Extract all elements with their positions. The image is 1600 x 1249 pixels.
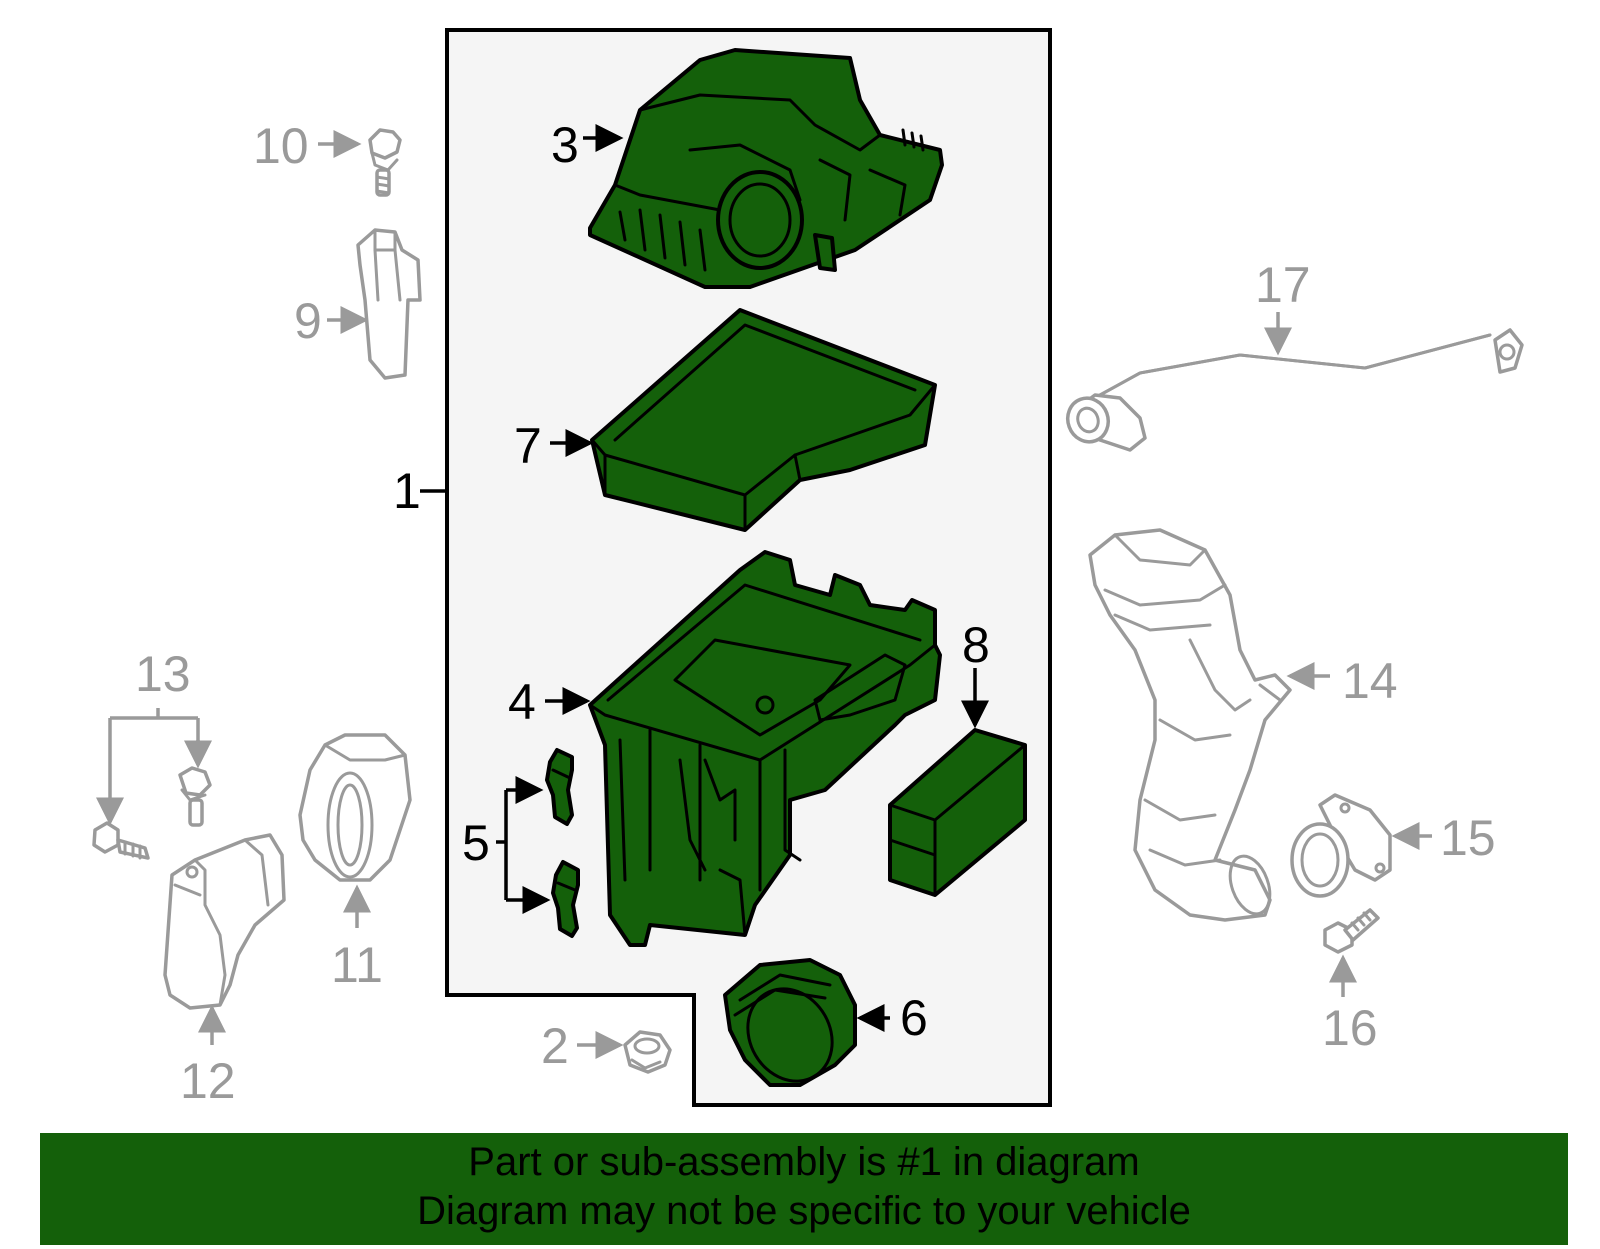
part-15-flange[interactable]	[1290, 793, 1392, 898]
callout-6: 6	[900, 990, 928, 1046]
callout-2: 2	[541, 1018, 569, 1074]
callout-9: 9	[294, 293, 322, 349]
part-17-hose[interactable]	[1062, 328, 1524, 452]
info-banner: Part or sub-assembly is #1 in diagram Di…	[40, 1133, 1568, 1245]
part-10-screw[interactable]	[368, 128, 402, 197]
callout-10: 10	[253, 118, 309, 174]
callout-5: 5	[462, 815, 490, 871]
part-14-big-duct[interactable]	[1088, 528, 1292, 922]
callout-3: 3	[551, 117, 579, 173]
callout-15: 15	[1440, 810, 1496, 866]
callout-14: 14	[1342, 653, 1398, 709]
callout-12: 12	[180, 1053, 236, 1109]
part-11-scoop[interactable]	[298, 733, 412, 882]
part-16-bolt[interactable]	[1323, 908, 1380, 954]
part-8-box[interactable]	[888, 728, 1027, 897]
banner-line-2: Diagram may not be specific to your vehi…	[417, 1189, 1191, 1233]
banner-line-1: Part or sub-assembly is #1 in diagram	[468, 1140, 1140, 1184]
callout-7: 7	[514, 418, 542, 474]
callout-8: 8	[962, 617, 990, 673]
part-12-duct[interactable]	[163, 833, 286, 1010]
part-5-clips[interactable]	[545, 748, 580, 938]
callout-17: 17	[1255, 257, 1311, 313]
callout-4: 4	[508, 674, 536, 730]
callout-13: 13	[135, 646, 191, 702]
callout-1: 1	[393, 463, 421, 519]
part-9-bracket[interactable]	[356, 228, 422, 380]
part-4-lower-housing[interactable]	[588, 550, 942, 947]
part-7-filter-element[interactable]	[590, 308, 937, 532]
part-3-upper-cover[interactable]	[588, 48, 944, 289]
part-6-coupler[interactable]	[723, 958, 857, 1097]
callout-11: 11	[331, 937, 383, 993]
leader-lines	[96, 124, 1432, 1059]
part-2-grommet[interactable]	[623, 1030, 672, 1074]
callout-16: 16	[1322, 1000, 1378, 1056]
